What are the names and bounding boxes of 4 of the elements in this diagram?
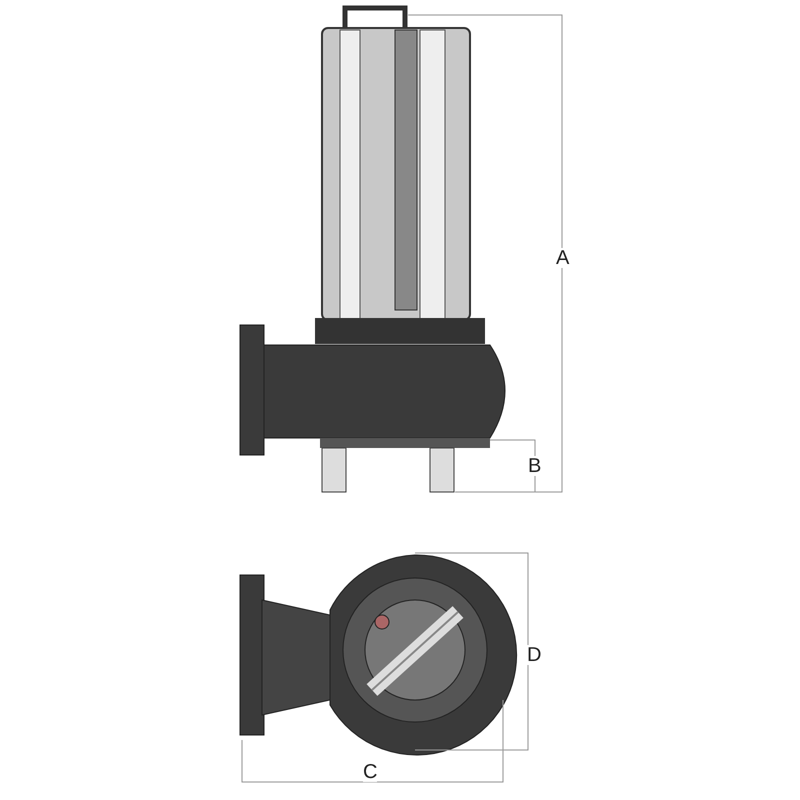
dimension-label: A: [556, 248, 570, 268]
dimension-label: C: [363, 762, 378, 782]
dimension-label: D: [527, 645, 542, 665]
dimension-label: B: [528, 456, 542, 476]
